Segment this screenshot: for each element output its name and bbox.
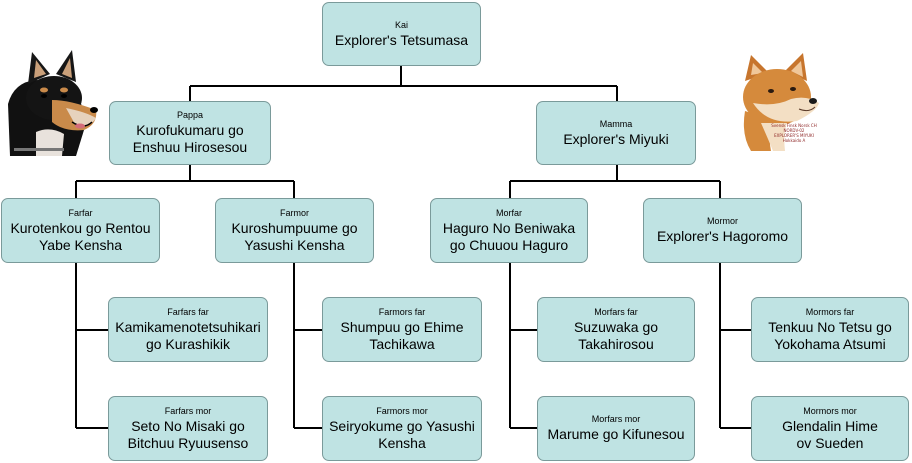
node-role: Farfar: [68, 207, 93, 218]
node-sd-sire: Farmors far Shumpuu go Ehime Tachikawa: [322, 297, 482, 362]
photo-caption-line: EXPLORER'S MIYUKI: [774, 133, 814, 138]
photo-caption-line: Svensk Finsk Norsk CH: [771, 123, 817, 128]
node-dog-name: Kurotenkou go Rentou Yabe Kensha: [10, 219, 151, 253]
node-role: Mormor: [707, 216, 738, 226]
photo-caption-line: NORDV-02: [783, 128, 805, 133]
node-root: Kai Explorer's Tetsumasa: [322, 2, 481, 66]
node-dam-dam: Mormor Explorer's Hagoromo: [643, 198, 802, 263]
node-dog-name: Tenkuu No Tetsu go Yokohama Atsumi: [768, 318, 892, 352]
node-dam: Mamma Explorer's Miyuki: [536, 101, 696, 165]
node-ss-sire: Farfars far Kamikamenotetsuhikari go Kur…: [108, 297, 268, 362]
node-dog-name: Shumpuu go Ehime Tachikawa: [340, 318, 464, 352]
node-ds-sire: Morfars far Suzuwaka go Takahirosou: [537, 297, 695, 362]
node-role: Mamma: [599, 118, 633, 129]
node-role: Farmor: [280, 207, 309, 218]
node-role: Farfars mor: [164, 405, 212, 416]
node-sire-sire: Farfar Kurotenkou go Rentou Yabe Kensha: [1, 198, 160, 263]
node-role: Morfars mor: [591, 414, 641, 424]
node-dog-name: Kamikamenotetsuhikari go Kurashikik: [115, 318, 261, 352]
node-dog-name: Explorer's Tetsumasa: [334, 31, 469, 48]
node-sire: Pappa Kurofukumaru go Enshuu Hirosesou: [109, 101, 271, 165]
node-role: Pappa: [176, 110, 204, 120]
node-role: Morfar: [495, 207, 522, 218]
node-role: Farfars far: [167, 306, 209, 317]
node-role: Mormors far: [805, 306, 855, 317]
node-role: Mormors mor: [803, 405, 857, 416]
node-dog-name: Marume go Kifunesou: [547, 426, 685, 442]
node-role: Morfars far: [594, 306, 638, 317]
node-dog-name: Seto No Misaki go Bitchuu Ryuusenso: [127, 417, 249, 451]
node-dog-name: Explorer's Hagoromo: [656, 228, 789, 244]
node-ss-dam: Farfars mor Seto No Misaki go Bitchuu Ry…: [108, 396, 268, 461]
node-dog-name: Glendalin Hime ov Sueden: [782, 417, 878, 451]
node-sire-dam: Farmor Kuroshumpuume go Yasushi Kensha: [215, 198, 374, 263]
node-dog-name: Explorer's Miyuki: [563, 130, 669, 147]
node-dog-name: Kuroshumpuume go Yasushi Kensha: [231, 219, 358, 253]
black-and-tan-shiba-photo: [6, 42, 99, 156]
node-dog-name: Kurofukumaru go Enshuu Hirosesou: [132, 122, 248, 155]
node-role: Farmors mor: [376, 405, 428, 416]
node-dam-sire: Morfar Haguro No Beniwaka go Chuuou Hagu…: [430, 198, 588, 263]
node-sd-dam: Farmors mor Seiryokume go Yasushi Kensha: [322, 396, 482, 461]
photo-caption-line: Hokkaido A: [782, 138, 806, 143]
node-dog-name: Seiryokume go Yasushi Kensha: [329, 417, 475, 451]
node-dd-sire: Mormors far Tenkuu No Tetsu go Yokohama …: [751, 297, 909, 362]
node-dd-dam: Mormors mor Glendalin Hime ov Sueden: [751, 396, 909, 461]
red-shiba-photo: Svensk Finsk Norsk CH NORDV-02 EXPLORER'…: [727, 51, 825, 159]
node-ds-dam: Morfars mor Marume go Kifunesou: [537, 396, 695, 461]
node-role: Farmors far: [378, 306, 426, 317]
node-dog-name: Suzuwaka go Takahirosou: [573, 318, 659, 352]
node-role: Kai: [394, 19, 408, 30]
node-dog-name: Haguro No Beniwaka go Chuuou Haguro: [442, 219, 576, 253]
